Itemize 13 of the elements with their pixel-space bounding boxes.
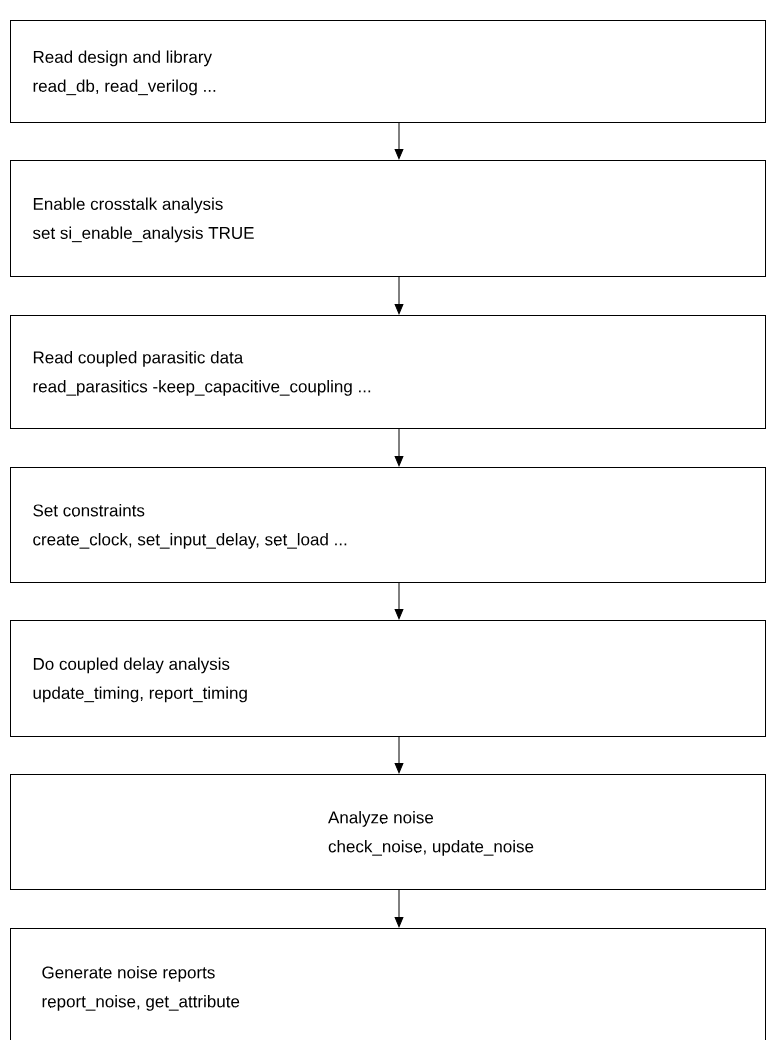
process-box: Generate noise reports report_noise, get_attribute bbox=[10, 928, 766, 1040]
process-box: Enable crosstalk analysis set si_enable_analysis TRUE bbox=[10, 160, 766, 277]
arrow bbox=[394, 736, 404, 774]
process-box: Set constraints create_clock, set_input_delay, set_load ... bbox=[10, 467, 766, 583]
arrow bbox=[394, 428, 404, 467]
arrow bbox=[394, 276, 404, 315]
process-box: Read design and library read_db, read_verilog ... bbox=[10, 20, 766, 123]
arrow bbox=[394, 122, 404, 160]
process-box: Do coupled delay analysis update_timing, report_timing bbox=[10, 620, 766, 737]
arrow bbox=[394, 582, 404, 620]
process-box: Read coupled parasitic data read_parasitics -keep_capacitive_coupling ... bbox=[10, 315, 766, 429]
process-box: Analyze noise check_noise, update_noise bbox=[10, 774, 766, 890]
arrow bbox=[394, 889, 404, 928]
